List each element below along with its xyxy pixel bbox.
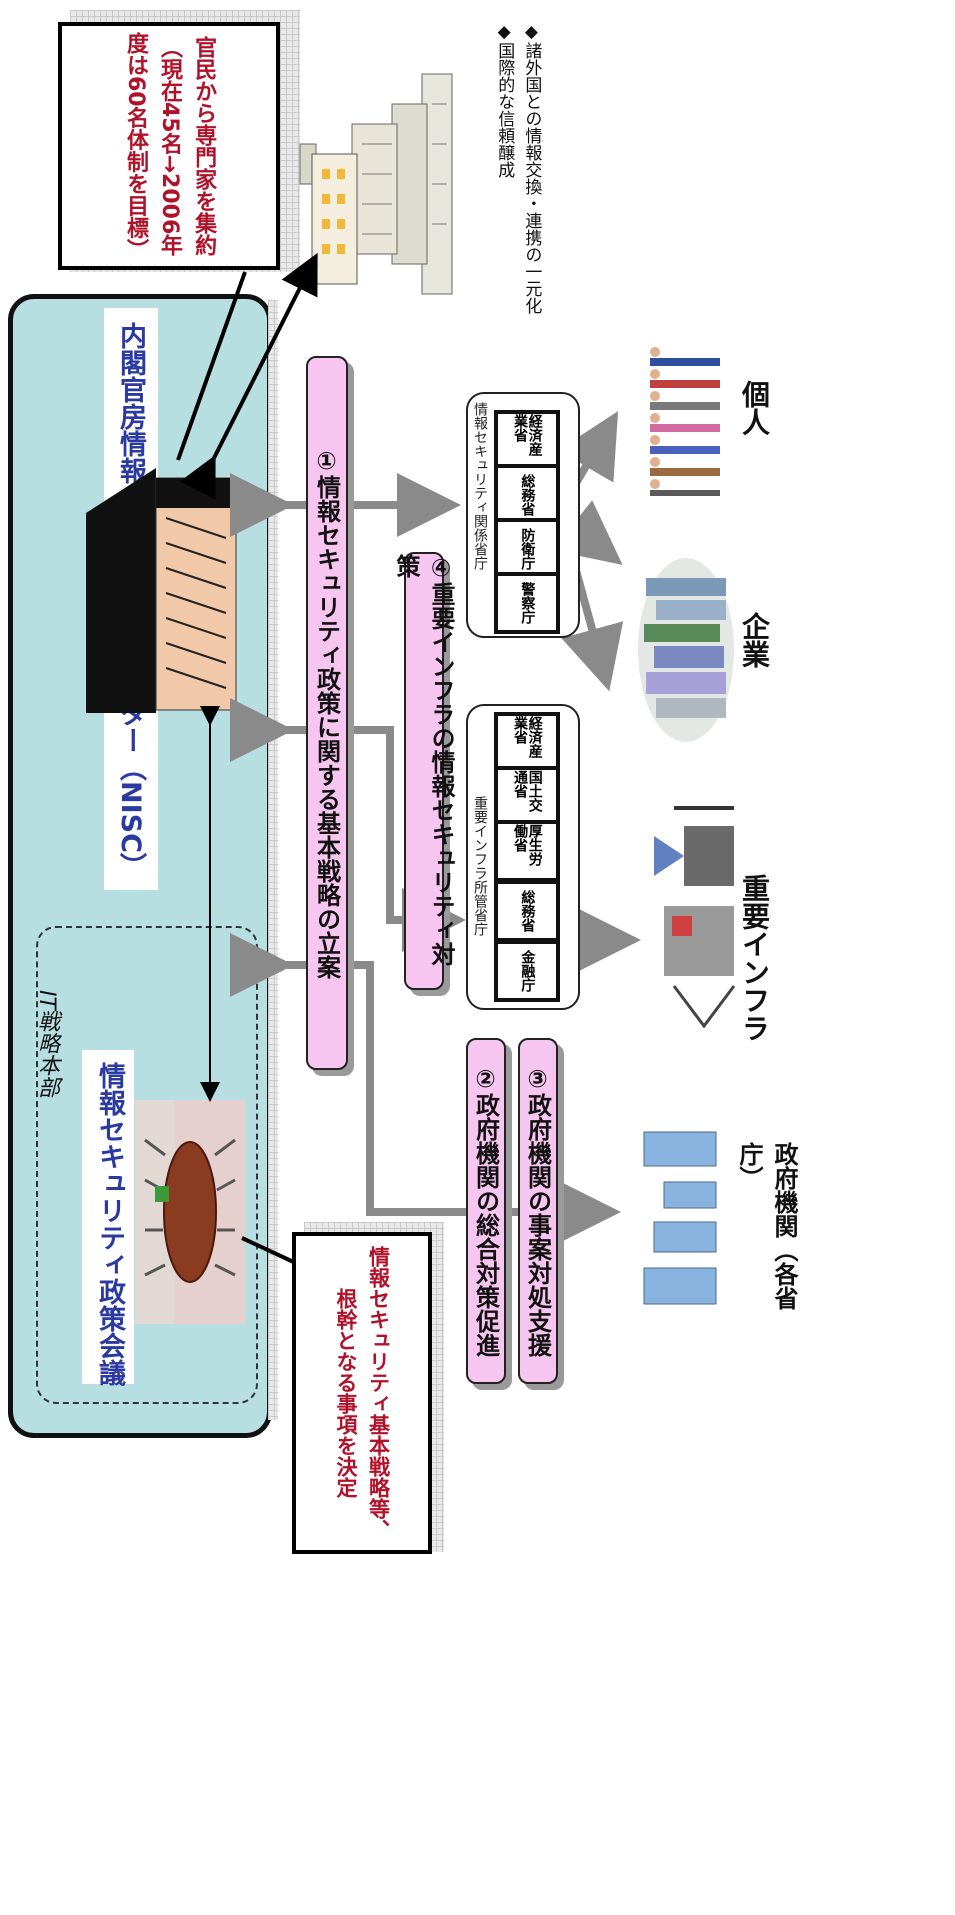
ministry-meti: 経済産業省 (494, 410, 560, 472)
infra-ministries-title: 重要インフラ所管省庁 (470, 796, 490, 936)
policy-box-4: ④重要インフラの情報セキュリティ対策 (404, 552, 444, 990)
decision-callout: 情報セキュリティ基本戦略等、根幹となる事項を決定 (292, 1232, 432, 1554)
policy-box-3: ③政府機関の事案対処支援 (518, 1038, 558, 1384)
intl-bullets: ◆諸外国との情報交換・連携の一元化 ◆国際的な信頼醸成 (490, 22, 544, 314)
policy-4-label: ④重要インフラの情報セキュリティ対策 (389, 554, 459, 988)
city-skyline-icon (636, 558, 736, 742)
companies-label: 企業 (734, 612, 774, 668)
ministry-mic: 総務省 (494, 464, 560, 526)
ministry-mic-infra: 総務省 (494, 880, 560, 942)
ministry-police: 警察庁 (494, 572, 560, 634)
ministry-mlit: 国土交通省 (494, 766, 560, 828)
ministry-mhlw: 厚生労働省 (494, 820, 560, 882)
policy-box-1: ①情報セキュリティ政策に関する基本戦略の立案 (306, 356, 348, 1070)
government-towers-icon (634, 1112, 726, 1324)
policy-1-label: ①情報セキュリティ政策に関する基本戦略の立案 (310, 447, 345, 979)
individuals-label: 個人 (734, 380, 774, 436)
infrastructure-icon (644, 796, 740, 1032)
policy-3-label: ③政府機関の事案対処支援 (521, 1065, 556, 1357)
policy-box-2: ②政府機関の総合対策促進 (466, 1038, 506, 1384)
infrastructure-label: 重要インフラ (734, 874, 774, 1042)
ministry-meti-infra: 経済産業省 (494, 712, 560, 774)
ministry-fsa: 金融庁 (494, 940, 560, 1002)
policy-2-label: ②政府機関の総合対策促進 (469, 1065, 504, 1357)
intl-bullet-1: ◆諸外国との情報交換・連携の一元化 (521, 22, 541, 314)
ministry-defense: 防衛庁 (494, 518, 560, 580)
gov-agencies-label: 政府機関（各省庁） (732, 1142, 802, 1322)
intl-bullet-2: ◆国際的な信頼醸成 (494, 22, 514, 178)
people-icon (640, 342, 730, 498)
security-ministries-title: 情報セキュリティ関係省庁 (470, 402, 490, 570)
